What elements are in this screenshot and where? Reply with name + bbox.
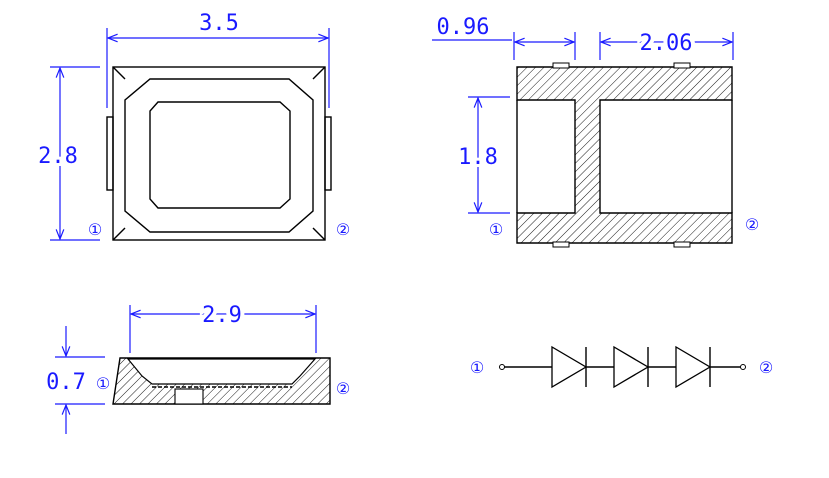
schematic: ① ② (470, 345, 773, 389)
schematic-pin1-label: ① (470, 358, 484, 377)
top-view-corner (112, 66, 126, 80)
bottom-view-notch (552, 241, 570, 248)
diode-symbol (675, 345, 712, 389)
side-height-label: 0.7 (46, 370, 86, 395)
bottom-view-notch (552, 62, 570, 69)
side-pin1-label: ① (96, 374, 110, 393)
top-view-corner (112, 227, 126, 241)
side-view-cavity (126, 358, 317, 385)
schematic-pin2-label: ② (759, 358, 773, 377)
schematic-terminal-2 (740, 364, 746, 370)
bottom-view: 0.96 2.06 1.8 ① ② (432, 15, 759, 248)
top-height-label: 2.8 (38, 144, 78, 169)
side-view: 2.9 0.7 ① ② (46, 299, 350, 434)
side-pin2-label: ② (336, 379, 350, 398)
top-pin1-label: ① (88, 220, 102, 239)
schematic-terminal-1 (499, 364, 505, 370)
bottom-view-notch (673, 241, 691, 248)
top-view-corner (312, 66, 326, 80)
bottom-view-notch (673, 62, 691, 69)
bottom-pin1-label: ① (489, 220, 503, 239)
top-view-lens (149, 101, 291, 209)
top-view-left-pad (106, 116, 114, 191)
side-view-slot (174, 388, 204, 405)
top-view-right-pad (324, 116, 332, 191)
top-view-corner (312, 227, 326, 241)
side-width-label: 2.9 (202, 303, 242, 328)
bottom-left-label: 0.96 (437, 15, 490, 40)
top-view: 3.5 2.8 ① ② (35, 11, 350, 241)
bottom-height-label: 1.8 (458, 145, 498, 170)
diode-symbol (551, 345, 588, 389)
top-width-label: 3.5 (199, 11, 239, 36)
diode-symbol (613, 345, 650, 389)
bottom-right-label: 2.06 (640, 31, 693, 56)
top-view-outer-frame (124, 78, 314, 233)
diode-chain (551, 345, 712, 389)
bottom-view-pads (516, 66, 733, 244)
bottom-pin2-label: ② (745, 215, 759, 234)
top-view-body (112, 66, 326, 241)
top-pin2-label: ② (336, 220, 350, 239)
